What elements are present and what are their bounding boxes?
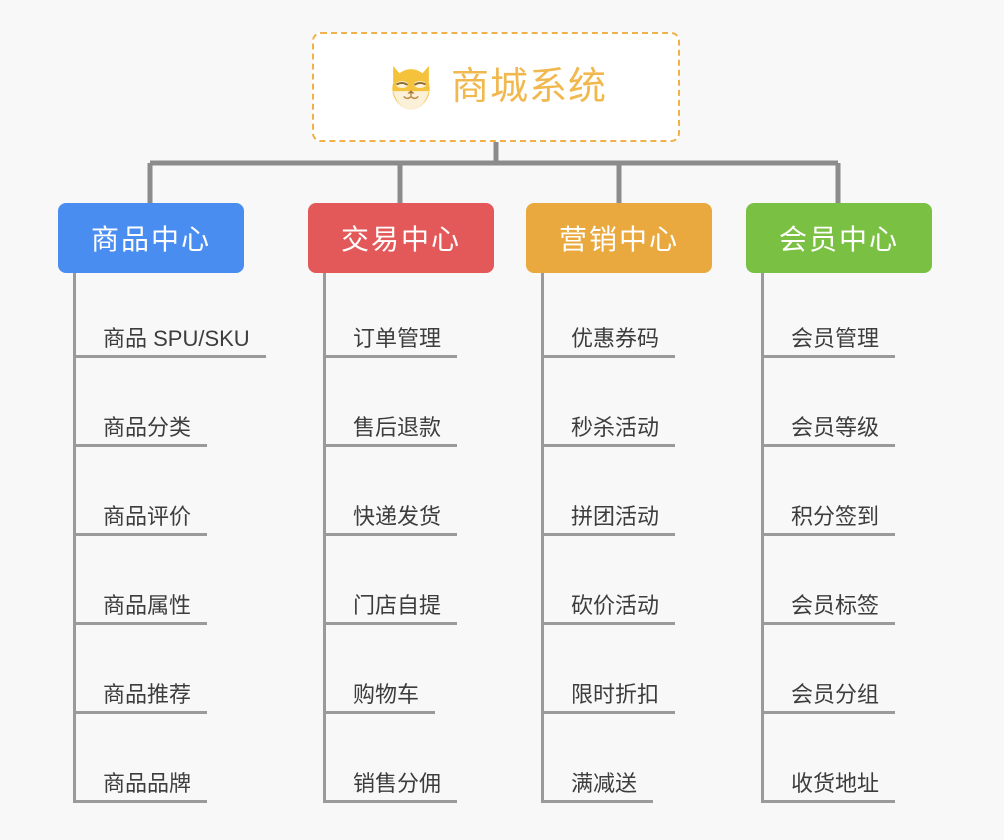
leaf-item-label: 快递发货: [353, 504, 442, 529]
leaf-item[interactable]: 积分签到: [761, 448, 889, 537]
leaf-item-label: 商品品牌: [103, 771, 192, 796]
leaf-item[interactable]: 商品 SPU/SKU: [73, 270, 260, 359]
leaf-item-label: 商品推荐: [103, 682, 192, 707]
leaf-item-label: 会员分组: [791, 682, 880, 707]
leaf-item-underline: [323, 533, 458, 536]
leaf-item[interactable]: 限时折扣: [541, 626, 669, 715]
leaf-item-underline: [541, 444, 676, 447]
leaf-list-product-center: 商品 SPU/SKU 商品分类商品评价商品属性商品推荐商品品牌: [58, 273, 266, 803]
leaf-list-marketing-center: 优惠券码秒杀活动拼团活动砍价活动限时折扣满减送: [526, 270, 712, 803]
leaf-item[interactable]: 秒杀活动: [541, 359, 669, 448]
leaf-item-underline: [73, 711, 208, 714]
leaf-item-underline: [73, 444, 208, 447]
leaf-item-underline: [761, 533, 896, 536]
leaf-item-label: 积分签到: [791, 504, 880, 529]
leaf-item-underline: [323, 711, 436, 714]
leaf-list-member-center: 会员管理会员等级积分签到会员标签会员分组收货地址: [746, 270, 932, 803]
leaf-item-label: 商品属性: [103, 593, 192, 618]
leaf-item-underline: [73, 533, 208, 536]
shiba-dog-face-icon: [392, 65, 430, 110]
leaf-item-underline: [761, 622, 896, 625]
branch-header-marketing-center[interactable]: 营销中心: [526, 203, 712, 273]
leaf-item-underline: [323, 800, 458, 803]
branch-header-product-center[interactable]: 商品中心: [58, 203, 244, 273]
leaf-item-label: 订单管理: [353, 326, 442, 351]
leaf-item-label: 收货地址: [791, 771, 880, 796]
branch-member-center: 会员中心 会员管理会员等级积分签到会员标签会员分组收货地址: [746, 203, 932, 803]
leaf-item[interactable]: 会员管理: [761, 270, 889, 359]
leaf-item-label: 拼团活动: [571, 504, 660, 529]
leaf-item[interactable]: 商品属性: [73, 537, 201, 626]
leaf-item-underline: [541, 622, 676, 625]
leaf-item-label: 限时折扣: [571, 682, 660, 707]
leaf-item[interactable]: 砍价活动: [541, 537, 669, 626]
leaf-item-label: 门店自提: [353, 593, 442, 618]
leaf-item[interactable]: 会员标签: [761, 537, 889, 626]
leaf-item-underline: [73, 622, 208, 625]
leaf-item[interactable]: 商品品牌: [73, 715, 201, 804]
branch-header-member-center[interactable]: 会员中心: [746, 203, 932, 273]
leaf-item-label: 售后退款: [353, 415, 442, 440]
leaf-item-label: 商品 SPU/SKU: [103, 326, 250, 351]
leaf-item[interactable]: 购物车: [323, 626, 429, 715]
leaf-item[interactable]: 会员等级: [761, 359, 889, 448]
root-title: 商城系统: [450, 66, 607, 108]
leaf-item[interactable]: 门店自提: [323, 537, 451, 626]
leaf-item-underline: [761, 800, 896, 803]
leaf-item[interactable]: 会员分组: [761, 626, 889, 715]
leaf-list-trade-center: 订单管理售后退款快递发货门店自提购物车销售分佣: [308, 270, 494, 803]
leaf-item-label: 会员等级: [791, 415, 880, 440]
branch-marketing-center: 营销中心 优惠券码秒杀活动拼团活动砍价活动限时折扣满减送: [526, 203, 712, 803]
leaf-item-underline: [761, 444, 896, 447]
leaf-item-underline: [323, 622, 458, 625]
leaf-item-underline: [541, 533, 676, 536]
branch-header-trade-center[interactable]: 交易中心: [308, 203, 494, 273]
leaf-item[interactable]: 拼团活动: [541, 448, 669, 537]
leaf-item-underline: [761, 355, 896, 358]
leaf-item-label: 满减送: [571, 771, 638, 796]
leaf-item[interactable]: 商品分类: [73, 359, 201, 448]
leaf-item-underline: [541, 711, 676, 714]
leaf-item-underline: [761, 711, 896, 714]
leaf-item-underline: [323, 444, 458, 447]
leaf-item[interactable]: 满减送: [541, 715, 647, 804]
leaf-item-label: 优惠券码: [571, 326, 660, 351]
leaf-item-label: 购物车: [353, 682, 420, 707]
branch-trunk-line: [73, 273, 76, 800]
leaf-item-label: 销售分佣: [353, 771, 442, 796]
leaf-item-label: 砍价活动: [571, 593, 660, 618]
branch-trunk-line: [323, 273, 326, 800]
leaf-item-label: 会员管理: [791, 326, 880, 351]
leaf-item[interactable]: 订单管理: [323, 270, 451, 359]
leaf-item[interactable]: 收货地址: [761, 715, 889, 804]
leaf-item-underline: [73, 800, 208, 803]
leaf-item[interactable]: 售后退款: [323, 359, 451, 448]
leaf-item-label: 会员标签: [791, 593, 880, 618]
leaf-item[interactable]: 商品推荐: [73, 626, 201, 715]
leaf-item[interactable]: 优惠券码: [541, 270, 669, 359]
leaf-item[interactable]: 快递发货: [323, 448, 451, 537]
branch-trade-center: 交易中心 订单管理售后退款快递发货门店自提购物车销售分佣: [308, 203, 494, 803]
branch-product-center: 商品中心 商品 SPU/SKU 商品分类商品评价商品属性商品推荐商品品牌: [58, 203, 266, 803]
leaf-item-underline: [323, 355, 458, 358]
leaf-item[interactable]: 销售分佣: [323, 715, 451, 804]
branch-trunk-line: [541, 273, 544, 800]
leaf-item-label: 商品分类: [103, 415, 192, 440]
leaf-item-label: 商品评价: [103, 504, 192, 529]
root-node[interactable]: 商城系统: [312, 32, 680, 142]
leaf-item[interactable]: 商品评价: [73, 448, 201, 537]
leaf-item-underline: [541, 355, 676, 358]
branch-trunk-line: [761, 273, 764, 800]
leaf-item-label: 秒杀活动: [571, 415, 660, 440]
leaf-item-underline: [73, 355, 266, 358]
leaf-item-underline: [541, 800, 654, 803]
